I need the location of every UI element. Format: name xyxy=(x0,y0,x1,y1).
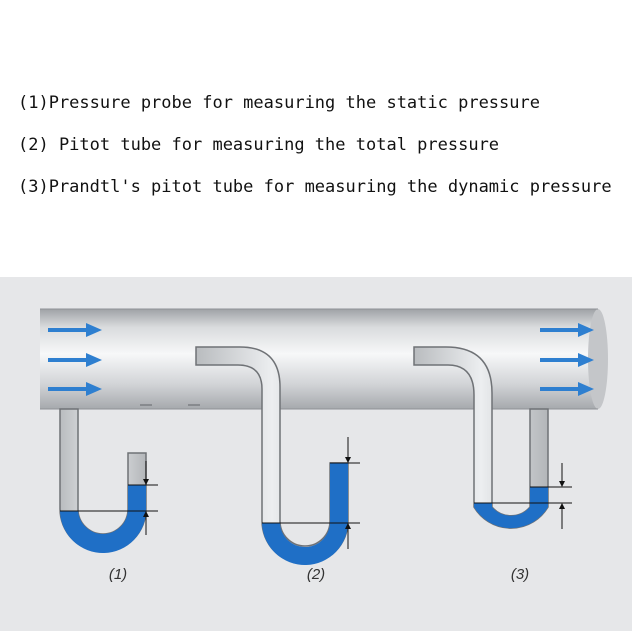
probe-label-1: (1) xyxy=(109,566,127,583)
arrow-right-icon xyxy=(48,323,102,337)
pressure-measurement-diagram: (1) (2) (3) xyxy=(0,277,632,631)
arrow-right-icon xyxy=(48,382,102,396)
manometer-prandtl xyxy=(413,346,572,529)
diagram-svg: (1) (2) (3) xyxy=(40,308,608,583)
caption-total-pressure: (2) Pitot tube for measuring the total p… xyxy=(18,135,500,155)
manometer-pitot xyxy=(195,346,360,565)
probe-label-3: (3) xyxy=(511,566,529,583)
arrow-right-icon xyxy=(540,353,594,367)
probe-label-2: (2) xyxy=(307,566,325,583)
arrow-right-icon xyxy=(48,353,102,367)
inflow-arrows xyxy=(48,323,102,396)
caption-dynamic-pressure: (3)Prandtl's pitot tube for measuring th… xyxy=(18,177,612,197)
flow-pipe xyxy=(40,308,608,410)
outflow-arrows xyxy=(540,323,594,396)
caption-static-pressure: (1)Pressure probe for measuring the stat… xyxy=(18,93,540,113)
manometer-static xyxy=(59,408,158,554)
arrow-right-icon xyxy=(540,382,594,396)
arrow-right-icon xyxy=(540,323,594,337)
caption-list: (1)Pressure probe for measuring the stat… xyxy=(18,92,612,218)
